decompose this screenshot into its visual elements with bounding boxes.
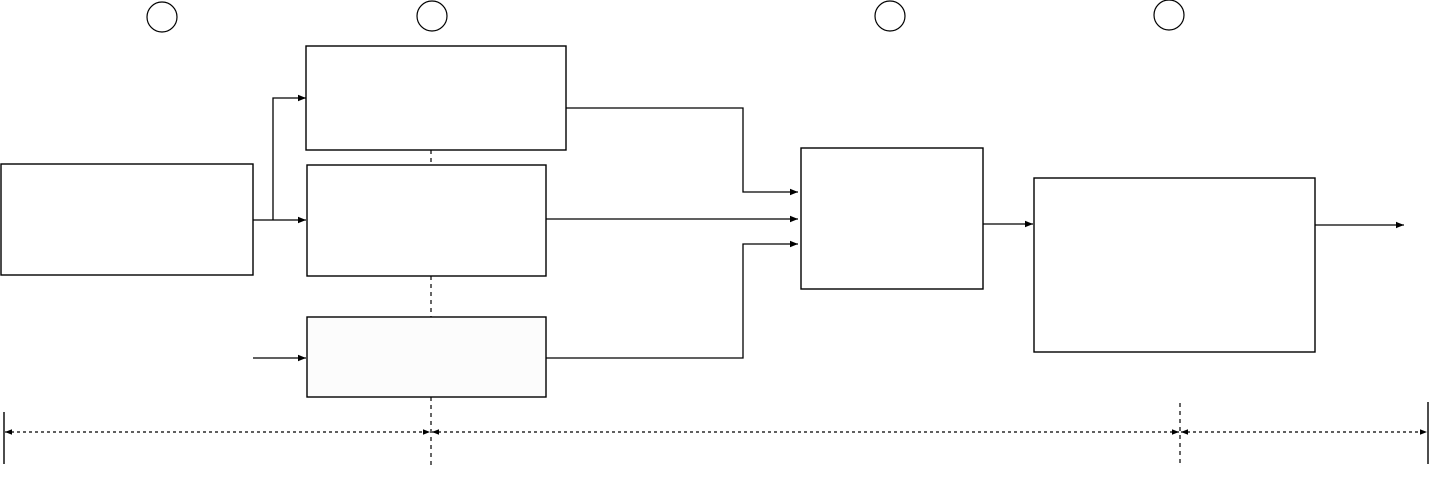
output-block [1033,177,1316,353]
stage-marker-4 [1153,0,1185,31]
combiner-block [800,147,984,290]
input-split-connector [253,94,306,224]
center-middle-block [306,164,547,277]
upper-to-combiner-arrow [566,107,798,196]
lower-middle-block [306,316,547,398]
stage-marker-1 [146,1,178,33]
lower-to-combiner-arrow [546,240,798,359]
upper-middle-block [305,45,567,151]
stage-marker-2 [416,0,448,32]
stage-marker-3 [874,0,906,32]
input-block [0,163,254,276]
